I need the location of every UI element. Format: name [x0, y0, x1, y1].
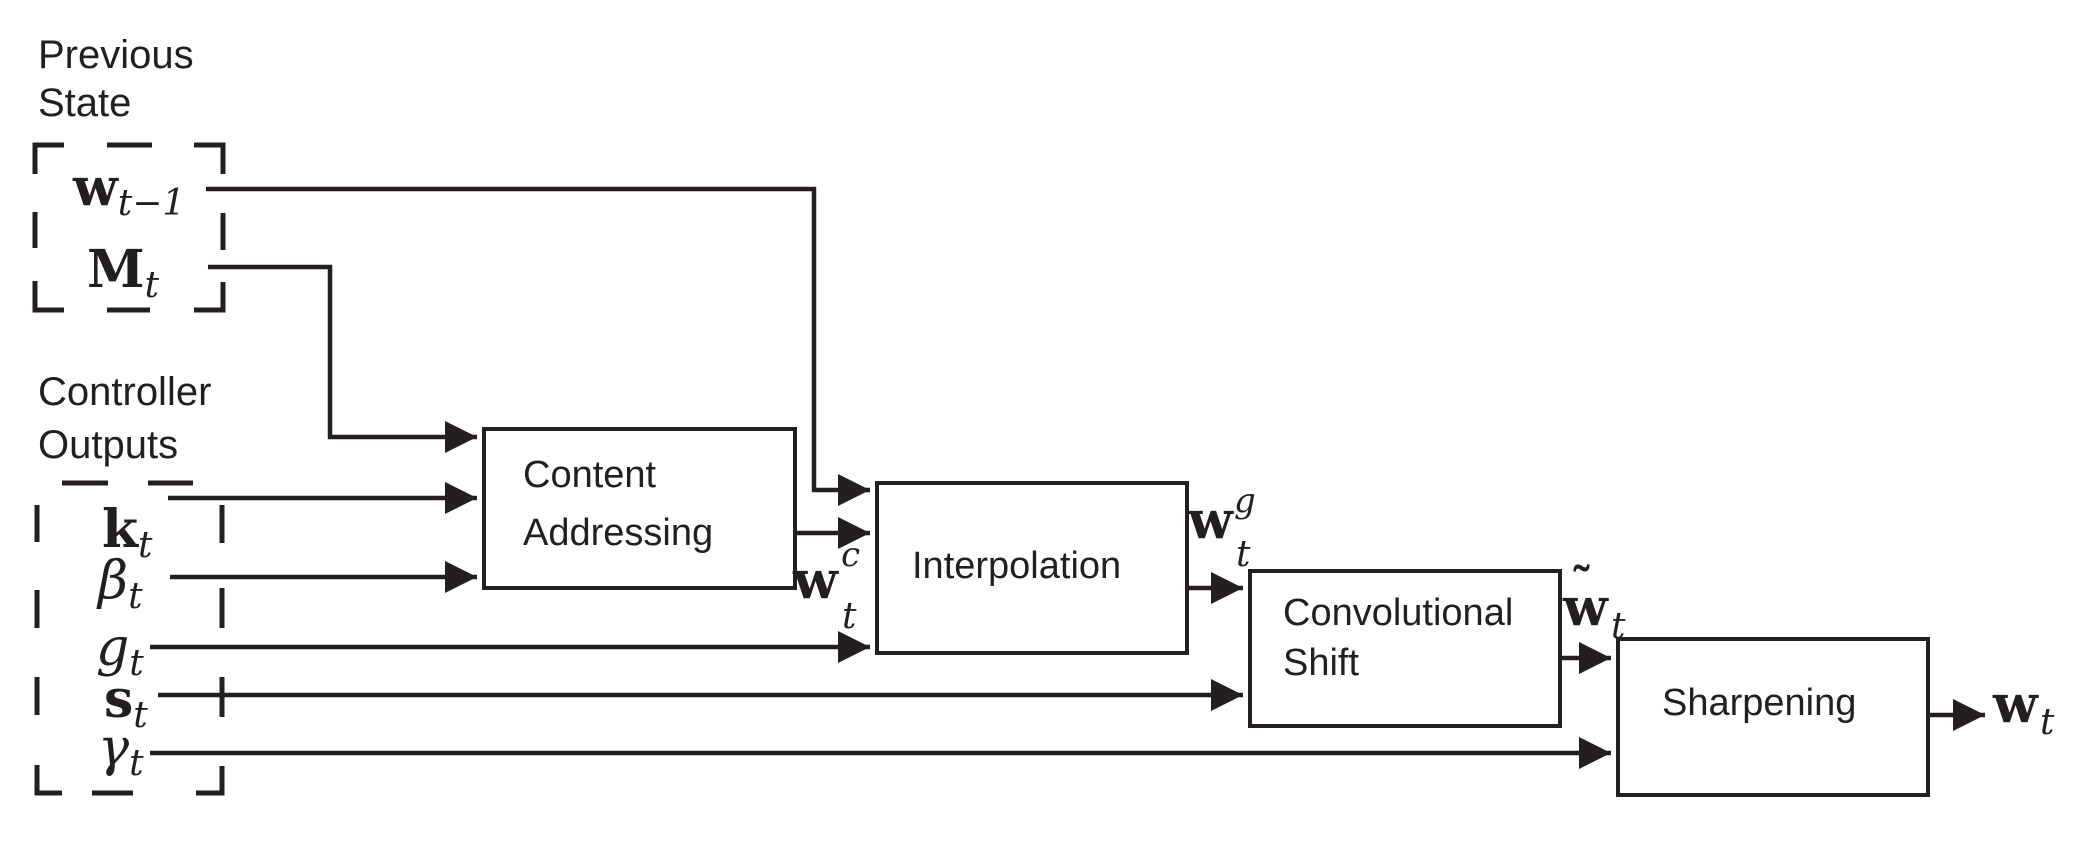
content-addressing-label-line1: Content	[523, 454, 657, 496]
interpolation-box	[875, 481, 1189, 655]
signal-w-shifted: ˜wt	[1562, 558, 1626, 647]
var-w-prev: wt−1	[72, 157, 185, 224]
dashed-corner	[196, 766, 225, 796]
wires	[150, 186, 1985, 769]
var-shift: st	[104, 669, 148, 736]
controller-outputs-label-line2: Outputs	[38, 423, 178, 467]
interpolation-label: Interpolation	[912, 545, 1121, 587]
var-key: kt	[102, 499, 153, 566]
wire-memory-to-content-addressing	[208, 264, 477, 453]
previous-state-label-line2: State	[38, 81, 131, 125]
convolutional-shift-box	[1248, 569, 1562, 728]
signal-w-final: wt	[1992, 674, 2055, 743]
var-gate: gt	[96, 618, 144, 684]
controller-outputs-label-line1: Controller	[38, 370, 211, 414]
input-variable-labels: wt−1 Mt kt βt gt st γt	[72, 157, 185, 784]
convolutional-shift-label-line1: Convolutional	[1283, 592, 1513, 634]
controller-outputs-dashed-box	[34, 480, 225, 796]
convolutional-shift-label-line2: Shift	[1283, 642, 1359, 684]
block-labels: Content Addressing Interpolation Convolu…	[523, 454, 1856, 724]
var-beta: βt	[96, 551, 143, 617]
var-memory: Mt	[87, 239, 160, 306]
previous-state-dashed-box	[32, 142, 226, 313]
content-addressing-label-line2: Addressing	[523, 512, 713, 554]
wire-w-prev-to-interpolation	[206, 186, 870, 506]
previous-state-label-line1: Previous	[38, 33, 194, 77]
dashed-corner	[34, 765, 62, 796]
dashed-corner	[32, 142, 64, 174]
content-addressing-box	[482, 427, 797, 590]
sharpening-label: Sharpening	[1662, 682, 1856, 724]
sharpening-box	[1616, 637, 1930, 797]
var-gamma: γt	[98, 718, 144, 784]
dashed-corner	[194, 142, 226, 174]
dashed-corner	[194, 282, 226, 313]
process-boxes	[482, 427, 1930, 797]
group-labels: Previous State Controller Outputs	[38, 33, 211, 467]
dashed-corner	[32, 281, 64, 313]
